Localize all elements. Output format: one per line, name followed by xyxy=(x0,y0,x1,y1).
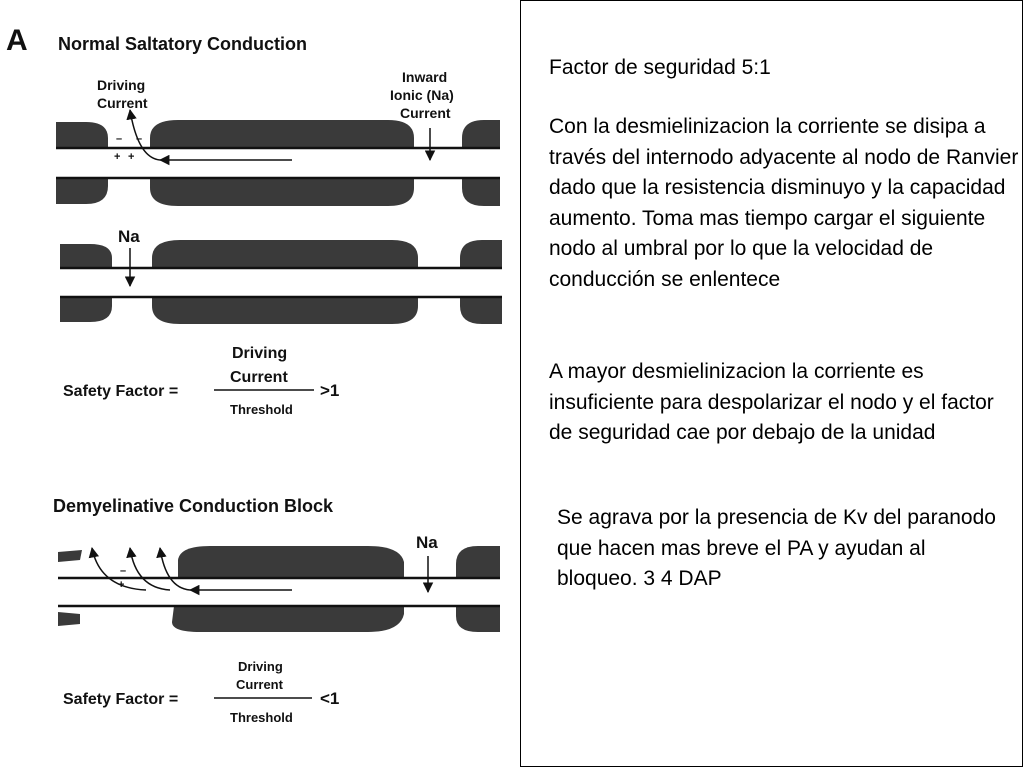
fraction-denominator: Threshold xyxy=(230,402,293,417)
myelin-fragment xyxy=(58,550,82,562)
myelin-sheath xyxy=(460,240,502,268)
leak-current-arrow xyxy=(156,546,191,591)
myelin-fragment xyxy=(58,612,80,626)
safety-relation: >1 xyxy=(320,381,339,400)
driving-current-arrow xyxy=(126,108,161,161)
axon-demyelinated: – + xyxy=(58,546,500,632)
myelin-sheath xyxy=(152,240,418,268)
myelin-sheath xyxy=(462,178,500,206)
myelin-sheath xyxy=(56,122,108,148)
leak-current-arrow xyxy=(126,546,171,591)
axon-normal-2 xyxy=(60,240,502,324)
safety-factor-bottom: Safety Factor = Driving Current Threshol… xyxy=(63,659,339,725)
leak-current-arrow xyxy=(88,546,147,591)
top-title: Normal Saltatory Conduction xyxy=(58,34,307,54)
safety-factor-label: Safety Factor = xyxy=(63,383,178,400)
myelin-sheath xyxy=(60,297,112,322)
axon-normal-1: – – + + xyxy=(56,108,500,206)
na-label: Na xyxy=(416,533,438,552)
charge-minus: – xyxy=(120,565,126,577)
myelin-sheath xyxy=(178,546,404,578)
charge-minus: – xyxy=(136,133,142,145)
fraction-numerator: Current xyxy=(236,677,284,692)
myelin-sheath xyxy=(150,178,414,206)
safety-factor-top: Safety Factor = Driving Current Threshol… xyxy=(63,345,339,417)
paragraph-insufficient-current: A mayor desmielinizacion la corriente es… xyxy=(549,360,994,444)
myelin-sheath xyxy=(456,606,500,632)
driving-current-label: Current xyxy=(97,95,148,111)
safety-factor-label: Safety Factor = xyxy=(63,691,178,708)
inward-current-label: Inward xyxy=(402,69,447,85)
charge-plus: + xyxy=(118,579,124,591)
myelin-sheath xyxy=(460,297,502,324)
myelin-sheath xyxy=(152,297,418,324)
myelin-sheath xyxy=(150,120,414,148)
explanation-panel: Factor de seguridad 5:1 Con la desmielin… xyxy=(520,0,1023,767)
conduction-diagram: A Normal Saltatory Conduction – – + + Dr… xyxy=(6,24,502,725)
paragraph-demyelination: Con la desmielinizacion la corriente se … xyxy=(549,115,1019,291)
myelin-sheath xyxy=(60,244,112,268)
na-label: Na xyxy=(118,227,140,246)
myelin-sheath xyxy=(172,606,404,632)
myelin-sheath xyxy=(56,178,108,204)
conduction-figure: A Normal Saltatory Conduction – – + + Dr… xyxy=(6,24,502,725)
inward-current-label: Ionic (Na) xyxy=(390,87,454,103)
fraction-numerator: Current xyxy=(230,369,288,386)
safety-factor-title: Factor de seguridad 5:1 xyxy=(549,56,771,79)
panel-letter: A xyxy=(6,24,28,57)
bottom-title: Demyelinative Conduction Block xyxy=(53,496,334,516)
myelin-sheath xyxy=(462,120,500,148)
fraction-denominator: Threshold xyxy=(230,710,293,725)
paragraph-kv-channels: Se agrava por la presencia de Kv del par… xyxy=(557,506,996,590)
charge-plus: + xyxy=(128,151,134,163)
charge-minus: – xyxy=(116,133,122,145)
inward-current-label: Current xyxy=(400,105,451,121)
fraction-numerator: Driving xyxy=(232,345,287,362)
driving-current-label: Driving xyxy=(97,77,145,93)
fraction-numerator: Driving xyxy=(238,659,283,674)
charge-plus: + xyxy=(114,151,120,163)
safety-relation: <1 xyxy=(320,689,339,708)
myelin-sheath xyxy=(456,546,500,578)
